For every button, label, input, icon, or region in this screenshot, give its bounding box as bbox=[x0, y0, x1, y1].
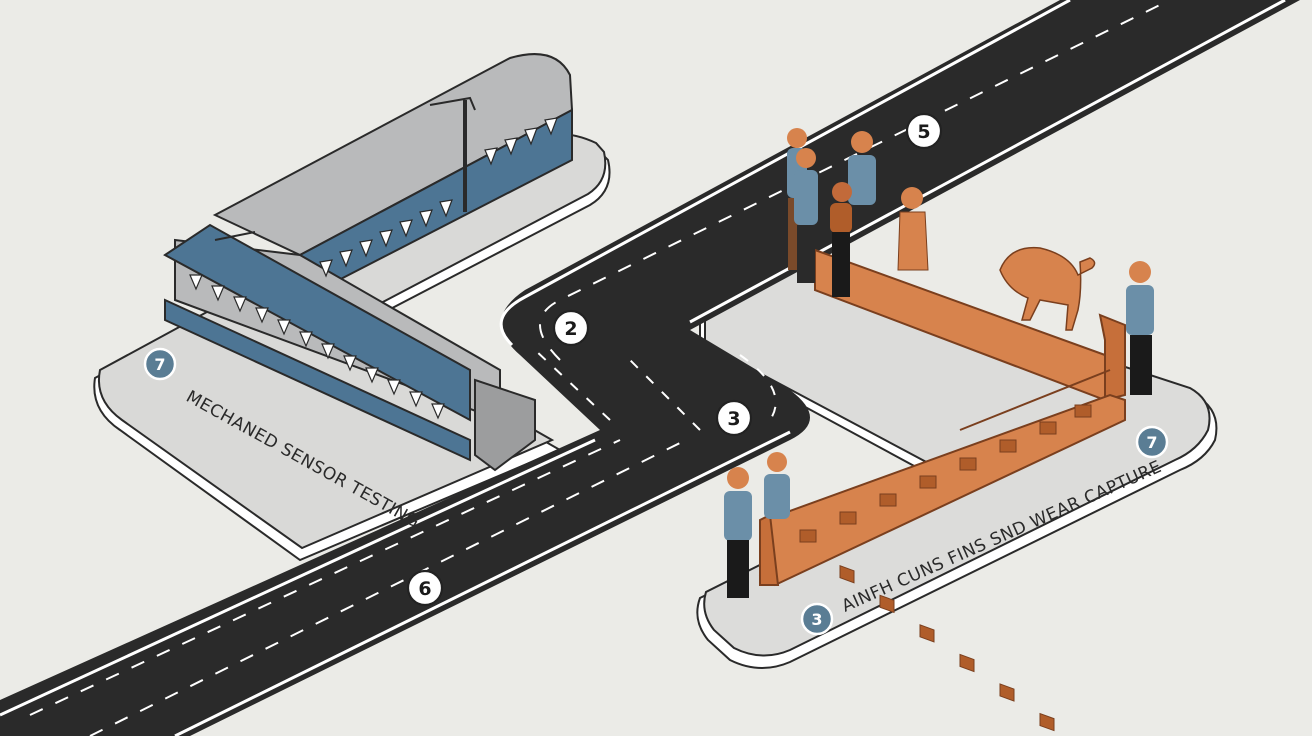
platform-left-marker: 7 bbox=[143, 347, 177, 381]
platform-right-top-marker-label: 7 bbox=[1146, 433, 1157, 452]
platform-right-bottom-marker: 3 bbox=[800, 602, 834, 636]
person-icon bbox=[724, 467, 752, 598]
platform-left-marker-label: 7 bbox=[154, 355, 165, 374]
marker-2: 2 bbox=[552, 309, 590, 347]
person-icon bbox=[848, 131, 876, 205]
marker-5-label: 5 bbox=[917, 121, 930, 143]
person-icon bbox=[830, 182, 852, 297]
platform-right-bottom-marker-label: 3 bbox=[811, 610, 822, 629]
platform-right-top-marker: 7 bbox=[1135, 425, 1169, 459]
marker-3-label: 3 bbox=[727, 408, 740, 430]
person-icon bbox=[1126, 261, 1154, 395]
marker-6-label: 6 bbox=[418, 578, 431, 600]
seating-rows-icon bbox=[758, 248, 1126, 732]
marker-3: 3 bbox=[715, 399, 753, 437]
person-icon bbox=[764, 452, 790, 519]
person-icon bbox=[794, 148, 818, 283]
person-icon bbox=[897, 187, 929, 271]
marker-2-label: 2 bbox=[564, 318, 577, 340]
marker-5: 5 bbox=[905, 112, 943, 150]
marker-6: 6 bbox=[406, 569, 444, 607]
sensor-machine-icon bbox=[163, 53, 574, 472]
dog-icon bbox=[999, 246, 1096, 331]
